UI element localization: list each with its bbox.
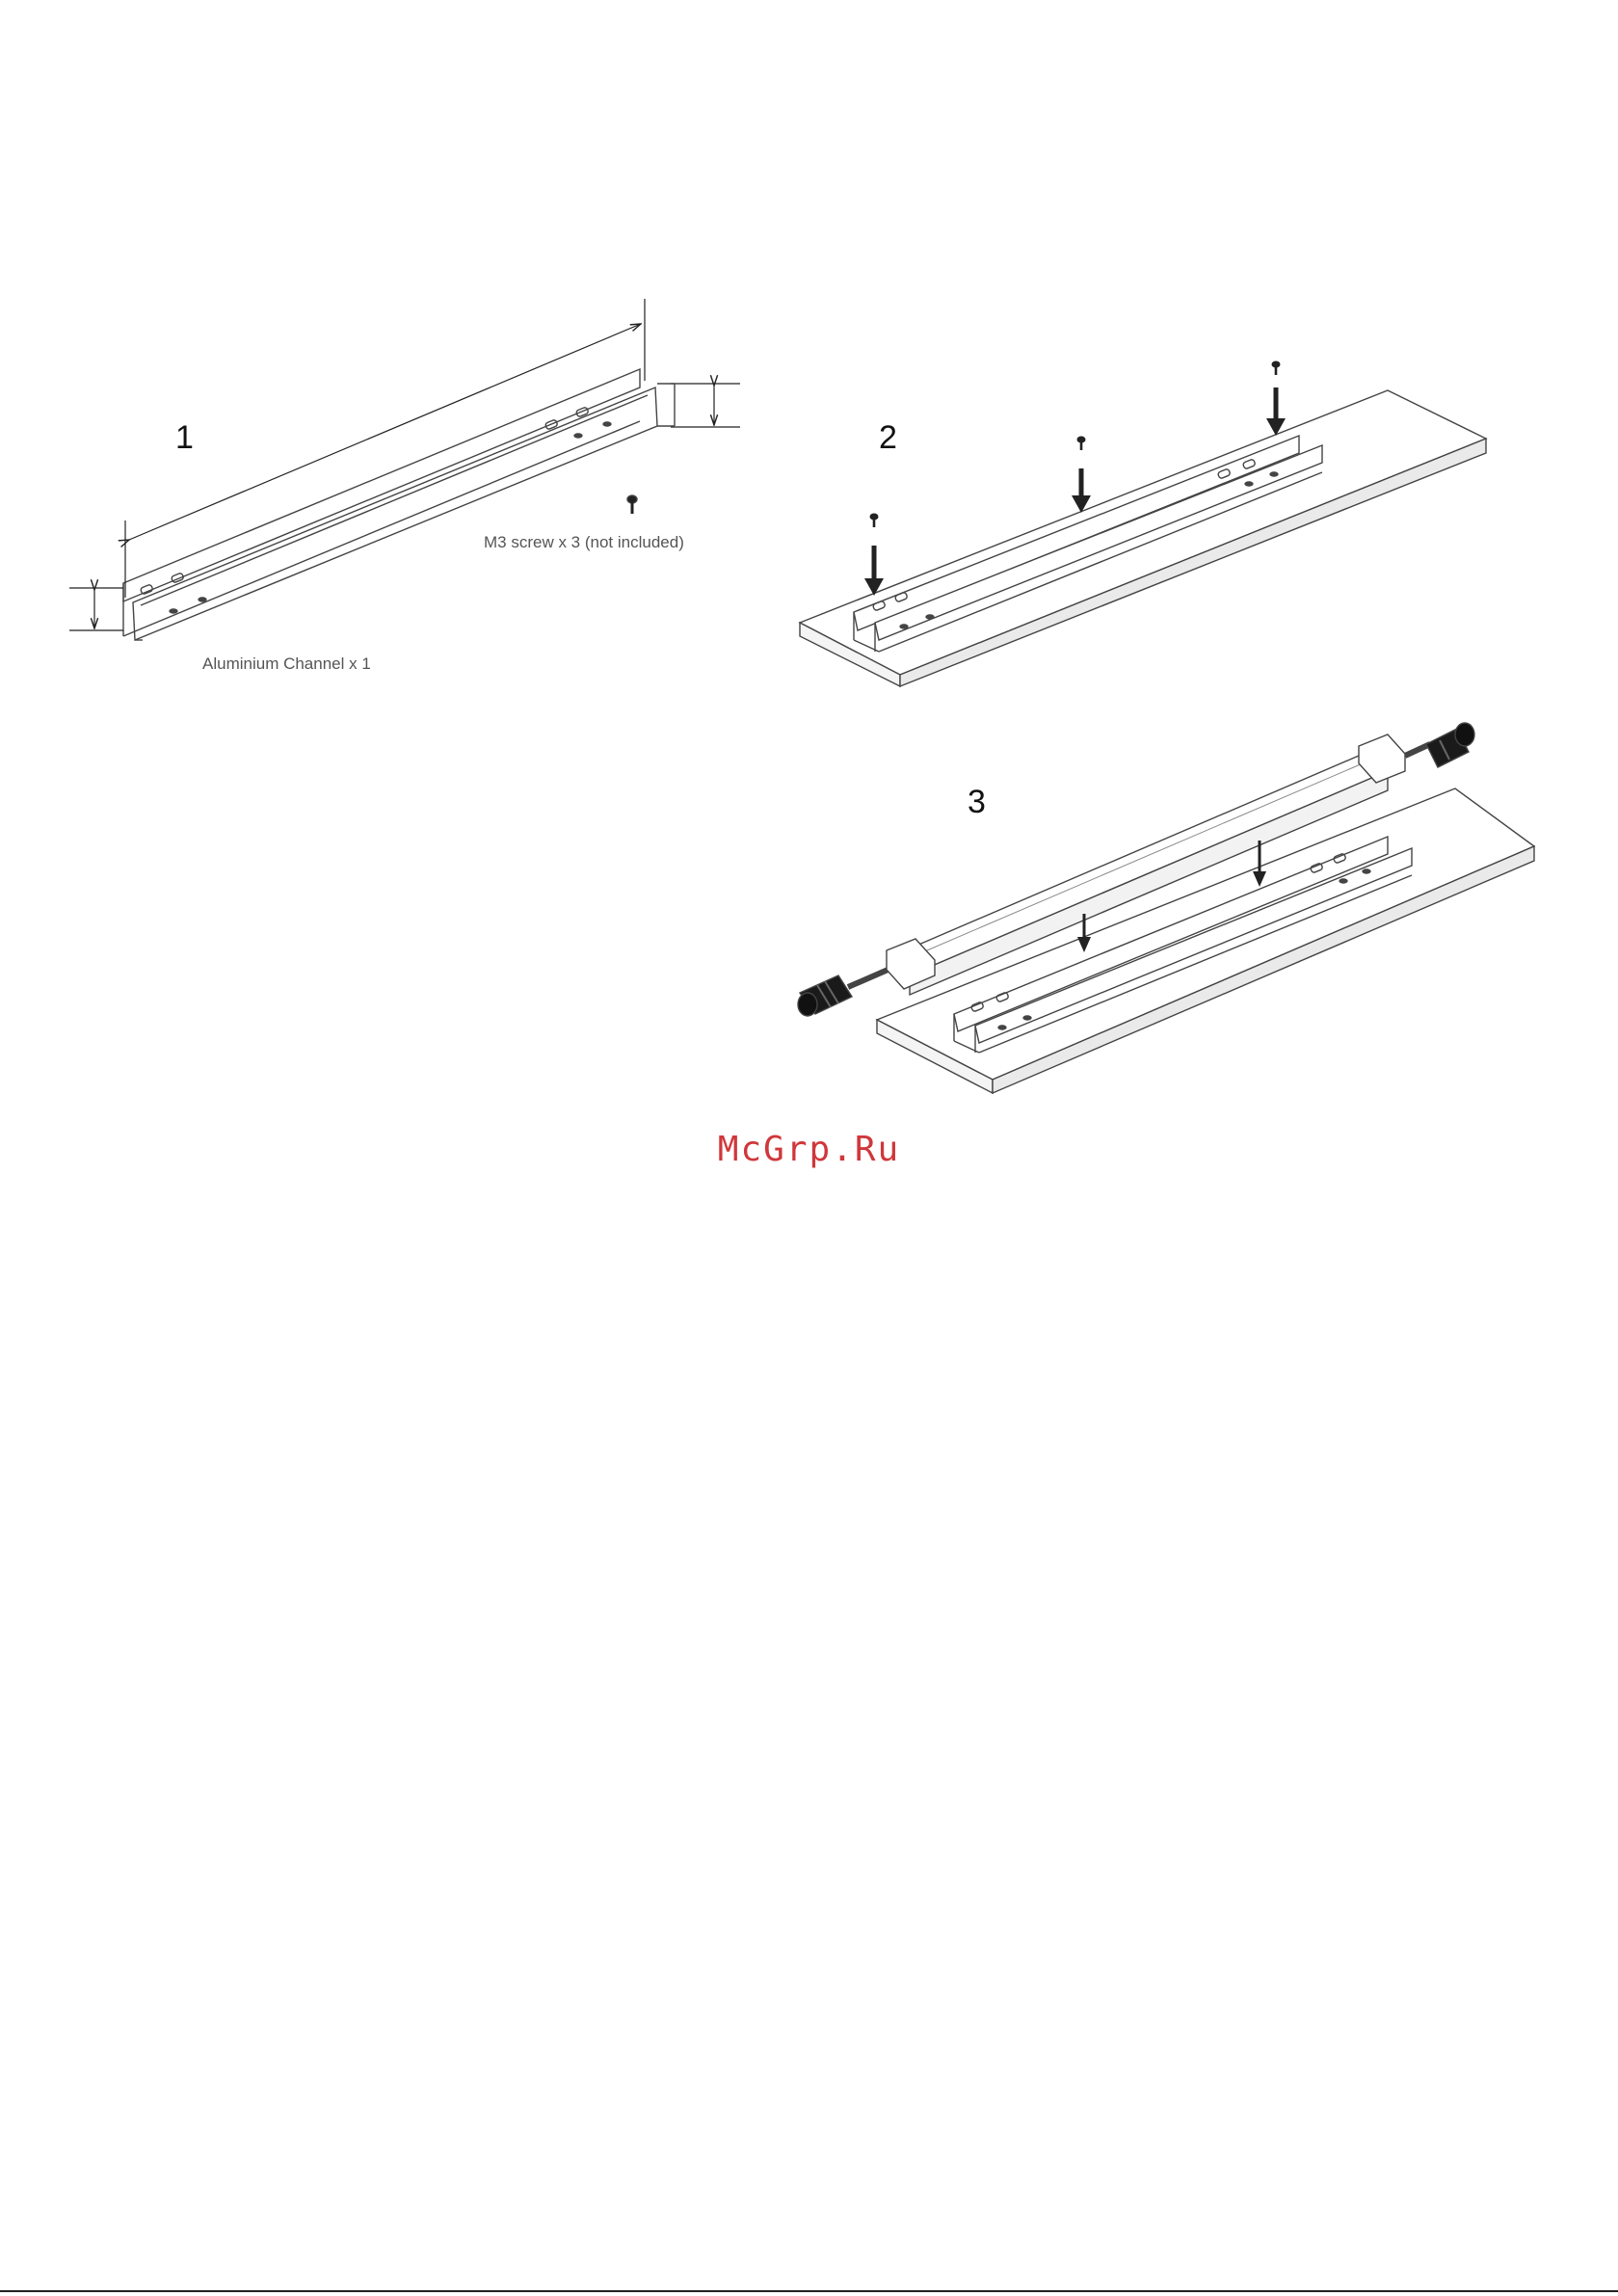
screw-icon	[870, 514, 879, 528]
screw-icon	[627, 495, 637, 514]
step-2-number: 2	[879, 421, 897, 454]
connector-icon	[798, 975, 852, 1016]
figure-1-channel	[69, 299, 740, 640]
channel-caption: Aluminium Channel x 1	[202, 654, 371, 674]
screw-caption: M3 screw x 3 (not included)	[484, 533, 684, 552]
connector-icon	[1426, 723, 1474, 767]
figure-2-mounting	[800, 390, 1486, 686]
screw-icon	[1272, 361, 1281, 376]
step-1-number: 1	[175, 421, 194, 454]
screw-icon	[1077, 437, 1086, 451]
bottom-rule	[0, 2290, 1618, 2292]
step-3-number: 3	[968, 786, 986, 818]
watermark: McGrp.Ru	[0, 1130, 1618, 1169]
